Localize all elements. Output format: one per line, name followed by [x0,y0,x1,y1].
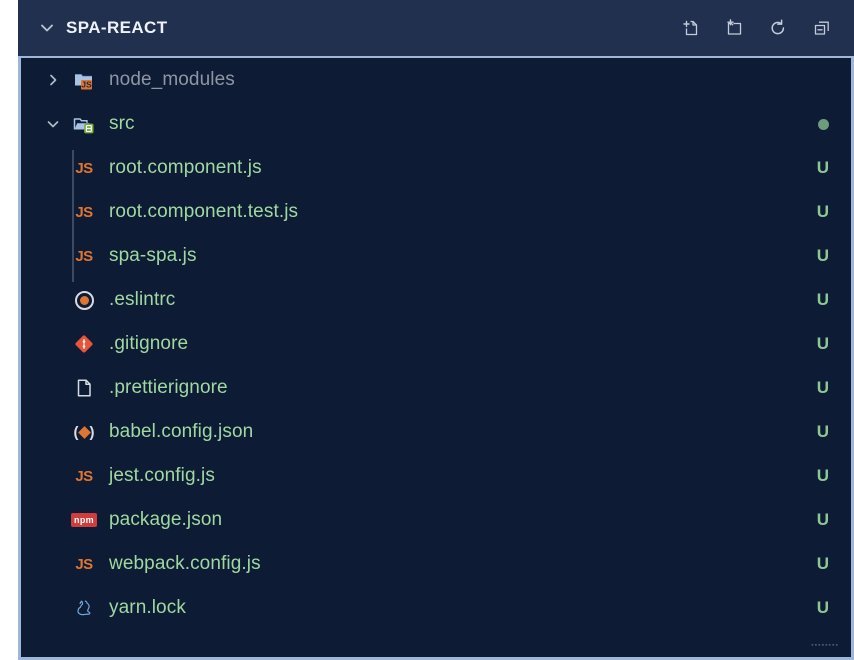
explorer-header: SPA-REACT [18,0,854,56]
js-badge-text: JS [75,467,93,485]
twisty-spacer [39,322,67,366]
babel-file-icon: ( ) [67,410,101,454]
tree-row-package-json[interactable]: npm package.json U [21,498,851,542]
js-badge-text: JS [75,203,93,221]
tree-row-label: yarn.lock [109,597,186,618]
twisty-spacer [39,498,67,542]
twisty-spacer [39,586,67,630]
tree-row-label: .prettierignore [109,377,228,398]
js-badge-text: JS [75,159,93,177]
twisty-spacer [39,542,67,586]
tree-row-label: .gitignore [109,333,189,354]
watermark-text: ▪▪▪▪▪▪▪▪ [811,642,839,649]
new-folder-icon[interactable] [722,16,746,40]
tree-row-label: .eslintrc [109,289,176,310]
plain-file-icon [67,366,101,410]
js-badge-text: JS [75,247,93,265]
tree-row-node-modules[interactable]: JS node_modules [21,58,851,102]
tree-row-label: babel.config.json [109,421,254,442]
page-title: SPA-REACT [66,18,168,37]
tree-row-label: webpack.config.js [109,553,261,574]
git-status: U [816,290,829,309]
file-tree[interactable]: JS node_modules src [18,56,854,660]
git-status: U [816,246,829,265]
git-file-icon [67,322,101,366]
explorer-toolbar [678,16,840,40]
tree-row-gitignore[interactable]: .gitignore U [21,322,851,366]
tree-row-label: root.component.js [109,157,262,178]
brace-right: ) [89,423,95,441]
js-badge-text: JS [75,555,93,573]
svg-text:JS: JS [81,80,92,90]
twisty-spacer [39,410,67,454]
tree-row-label: node_modules [109,69,235,90]
tree-row-label: root.component.test.js [109,201,299,222]
folder-open-src-icon [67,102,101,146]
twisty-spacer [39,366,67,410]
eslint-file-icon [67,278,101,322]
tree-row-root-component-test-js[interactable]: JS root.component.test.js U [21,190,851,234]
js-file-icon: JS [67,234,101,278]
collapse-all-icon[interactable] [810,16,834,40]
tree-row-root-component-js[interactable]: JS root.component.js U [21,146,851,190]
folder-js-icon: JS [67,58,101,102]
indent-guide [72,150,74,282]
tree-row-spa-spa-js[interactable]: JS spa-spa.js U [21,234,851,278]
tree-row-prettierignore[interactable]: .prettierignore U [21,366,851,410]
git-status: U [816,510,829,529]
git-status: U [816,598,829,617]
git-status: U [816,422,829,441]
git-status: U [816,554,829,573]
tree-row-yarn-lock[interactable]: yarn.lock U [21,586,851,630]
file-explorer-panel: SPA-REACT [18,0,854,660]
tree-row-babel-config-json[interactable]: ( ) babel.config.json U [21,410,851,454]
npm-file-icon: npm [67,498,101,542]
chevron-down-icon[interactable] [34,15,60,41]
git-status: U [816,158,829,177]
chevron-down-icon[interactable] [39,102,67,146]
js-file-icon: JS [67,454,101,498]
babel-dot [77,425,91,439]
git-status: U [816,202,829,221]
git-status: U [816,334,829,353]
tree-row-eslintrc[interactable]: .eslintrc U [21,278,851,322]
tree-row-src[interactable]: src [21,102,851,146]
tree-row-label: src [109,113,135,134]
refresh-icon[interactable] [766,16,790,40]
git-status: U [816,466,829,485]
brace-left: ( [73,423,79,441]
modified-dot-icon [818,118,829,130]
js-file-icon: JS [67,542,101,586]
js-file-icon: JS [67,190,101,234]
tree-row-label: jest.config.js [109,465,215,486]
js-file-icon: JS [67,146,101,190]
twisty-spacer [39,454,67,498]
new-file-icon[interactable] [678,16,702,40]
tree-row-webpack-config-js[interactable]: JS webpack.config.js U [21,542,851,586]
yarn-file-icon [67,586,101,630]
npm-badge-text: npm [71,513,97,527]
git-status: U [816,378,829,397]
tree-row-label: spa-spa.js [109,245,197,266]
chevron-right-icon[interactable] [39,58,67,102]
git-status [818,102,829,146]
tree-row-jest-config-js[interactable]: JS jest.config.js U [21,454,851,498]
tree-row-label: package.json [109,509,223,530]
twisty-spacer [39,278,67,322]
